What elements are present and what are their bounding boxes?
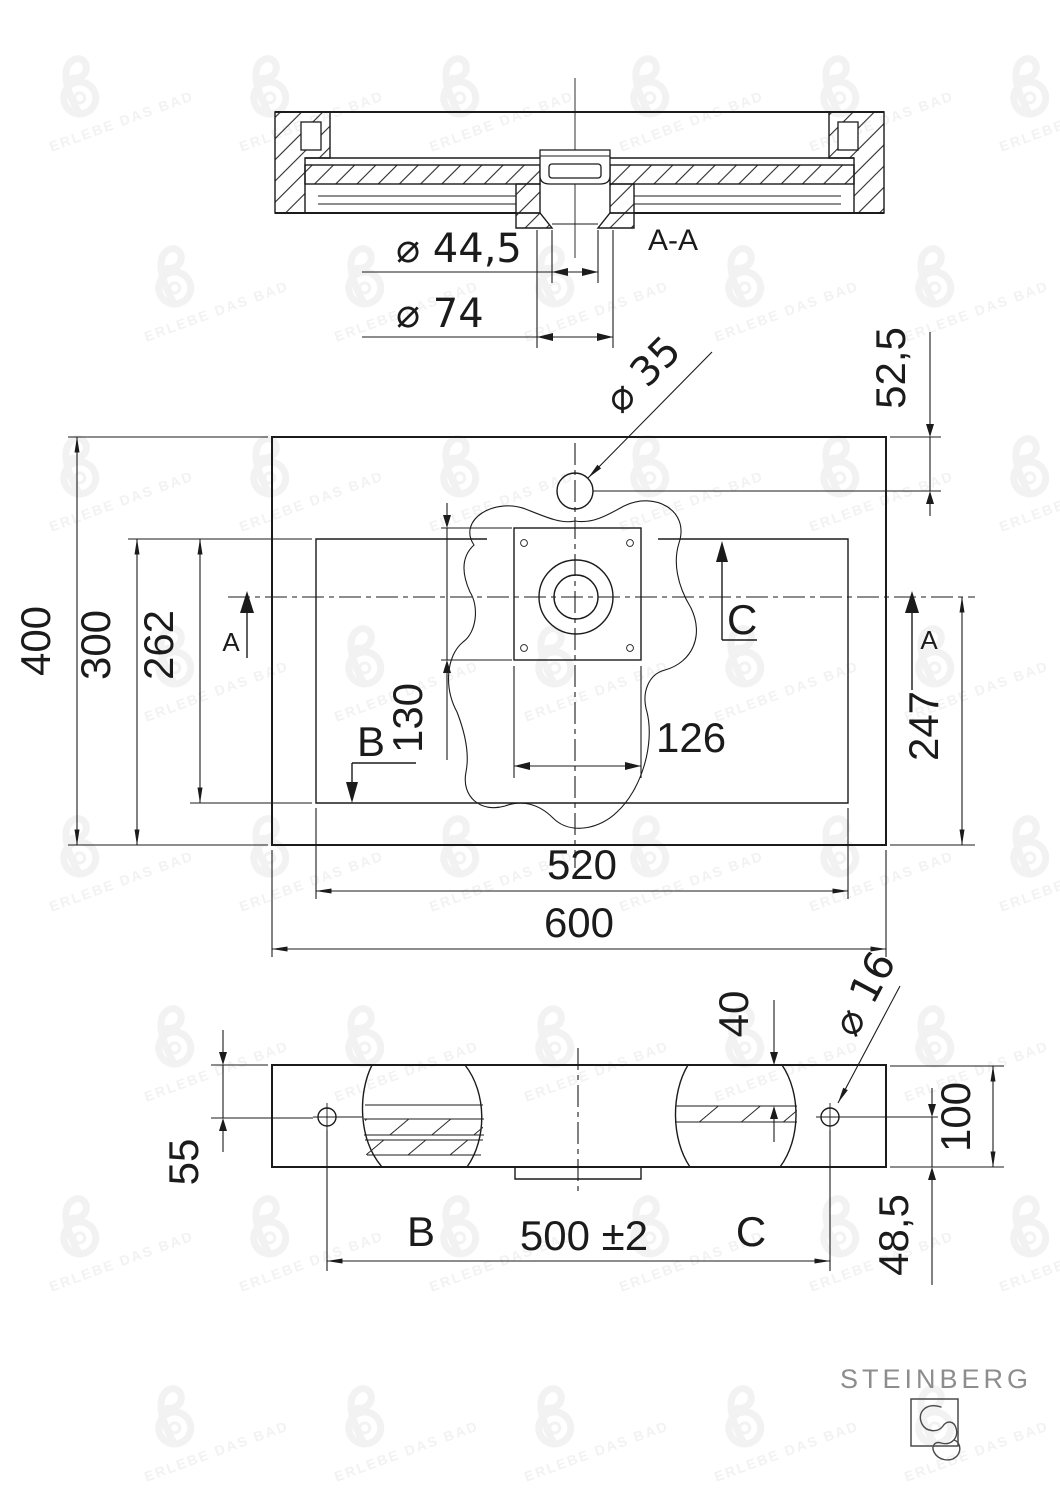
- brand-swirl-icon: [919, 1405, 961, 1461]
- section-mark-a-right: A: [905, 591, 938, 690]
- dim-strip-height: 100: [932, 1082, 979, 1152]
- section-mark-b: B: [346, 718, 416, 803]
- dim-center-to-bottom: 247: [900, 691, 947, 761]
- svg-text:C: C: [727, 596, 757, 643]
- dim-drain-inner-diameter: ⌀ 44,5: [396, 226, 522, 272]
- section-label: A-A: [648, 224, 698, 257]
- section-right-step: [837, 121, 859, 151]
- dim-inner-width: 520: [547, 841, 617, 888]
- drain-outer-circle: [538, 559, 614, 635]
- dim-inner-depth: 262: [135, 610, 182, 680]
- dim-top-to-hatch: 40: [710, 991, 757, 1038]
- section-view-a-a: ⌀ 44,5 ⌀ 74 A-A: [274, 78, 885, 348]
- drain-inner-circle: [553, 574, 599, 620]
- dim-plate-width: 126: [656, 714, 726, 761]
- section-mark-a-left: A: [222, 591, 254, 658]
- bottom-label-c: C: [736, 1208, 766, 1255]
- bottom-strip-outline: [271, 1064, 887, 1168]
- plan-view: ⌀ 35 400 300 262 52,5 247 130: [12, 327, 975, 957]
- dim-top-to-hole: 55: [160, 1139, 207, 1186]
- brand-logo-square: [910, 1398, 959, 1447]
- dim-bottom-to-hole: 48,5: [870, 1194, 917, 1276]
- basin-outline: [271, 436, 887, 846]
- bottom-tab: [514, 1167, 642, 1180]
- section-left-step: [300, 121, 322, 151]
- brand-logo: STEINBERG: [840, 1364, 1032, 1461]
- dim-overall-depth: 400: [12, 606, 59, 676]
- svg-text:B: B: [357, 718, 385, 765]
- dim-plate-height: 130: [384, 683, 431, 753]
- svg-text:A: A: [222, 627, 240, 657]
- dim-fixing-hole-diameter: ⌀ 16: [824, 944, 906, 1043]
- breakout-right: [674, 1064, 797, 1168]
- svg-text:A: A: [920, 625, 938, 655]
- dim-top-to-tap: 52,5: [867, 327, 914, 409]
- dim-drain-outer-diameter: ⌀ 74: [396, 291, 484, 337]
- basin-inner-edge: [315, 538, 849, 804]
- mounting-plate: [513, 527, 642, 661]
- breakout-left: [361, 1064, 484, 1168]
- brand-name: STEINBERG: [840, 1364, 1032, 1394]
- bottom-label-b: B: [407, 1208, 435, 1255]
- section-mark-c: C: [716, 541, 757, 643]
- dim-overall-width: 600: [544, 899, 614, 946]
- dim-deck-depth: 300: [72, 610, 119, 680]
- breakout-outline: [448, 500, 697, 829]
- dim-hole-spacing: 500 ±2: [520, 1212, 648, 1259]
- dim-tap-hole-diameter: ⌀ 35: [596, 328, 691, 423]
